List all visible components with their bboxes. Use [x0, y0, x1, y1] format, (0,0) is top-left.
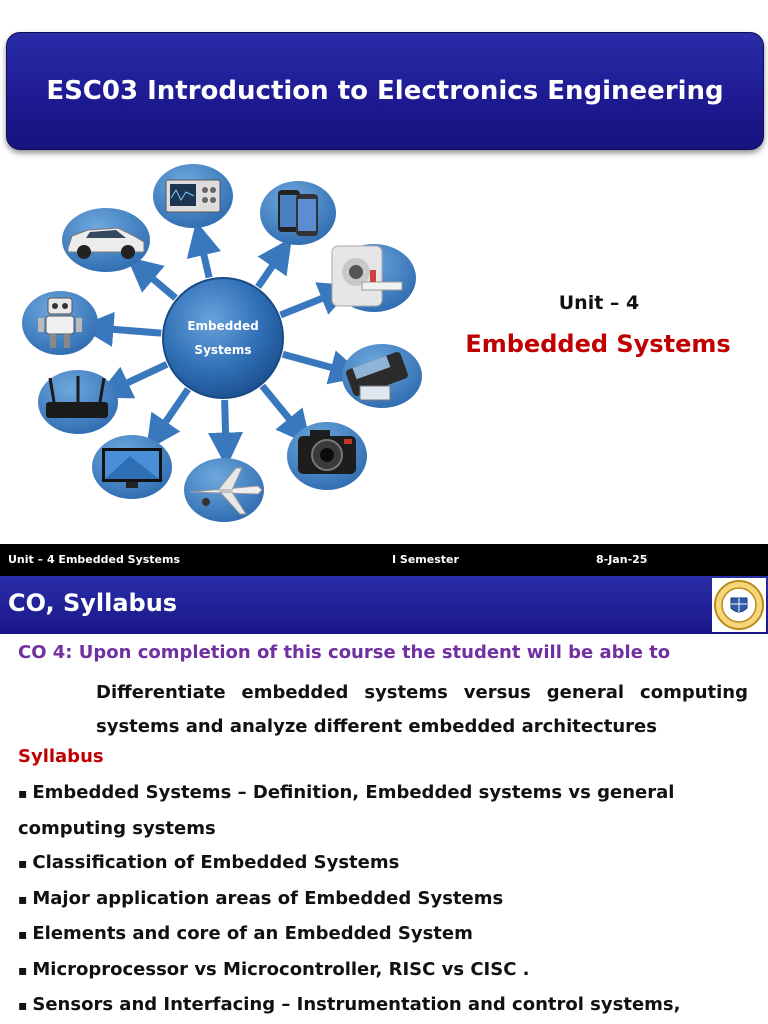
co-syllabus-content: CO 4: Upon completion of this course the…: [0, 634, 768, 1024]
course-outcome: CO 4: Upon completion of this course the…: [18, 642, 671, 663]
hub-arrow-8: [78, 311, 162, 347]
camera-icon: [287, 422, 367, 490]
course-outcome-description: Differentiate embedded systems versus ge…: [96, 682, 748, 737]
slide-title: ESC03 Introduction to Electronics Engine…: [6, 32, 764, 522]
router-icon: [38, 370, 118, 434]
hub-arrow-1: [255, 237, 292, 289]
hub-arrow-4: [259, 383, 312, 446]
hub-label-2: Systems: [194, 343, 251, 357]
footer-unit: Unit – 4 Embedded Systems: [8, 553, 181, 566]
hub-arrow-9: [126, 256, 178, 301]
unit-title: Embedded Systems: [465, 330, 731, 358]
list-item: ▪ Elements and core of an Embedded Syste…: [18, 923, 473, 944]
footer-semester: I Semester: [392, 553, 459, 566]
mri-scanner-icon: [331, 244, 416, 312]
hub-arrow-3: [281, 350, 365, 385]
hub-circle: [162, 277, 284, 399]
hub-arrow-6: [146, 387, 191, 451]
slide-header: CO, Syllabus: [0, 576, 768, 634]
car-icon: [62, 208, 150, 272]
oscilloscope-icon: [153, 164, 233, 228]
slide-footer: Unit – 4 Embedded Systems I Semester 8-J…: [0, 544, 768, 576]
slide-title-co-syllabus: CO, Syllabus: [8, 589, 178, 617]
hub-label-1: Embedded: [187, 319, 258, 333]
hub-arrow-5: [208, 399, 244, 468]
smartphone-icon: [260, 181, 336, 245]
hub-arrow-7: [96, 361, 169, 399]
syllabus-list: ▪ Embedded Systems – Definition, Embedde…: [18, 776, 758, 1024]
list-item: ▪ Major application areas of Embedded Sy…: [18, 887, 504, 909]
syllabus-heading: Syllabus: [18, 746, 104, 767]
robot-icon: [22, 291, 98, 355]
card-terminal-icon: [342, 344, 422, 408]
list-item: ▪ Embedded Systems – Definition, Embedde…: [18, 782, 675, 839]
airplane-icon: [184, 458, 264, 522]
embedded-systems-diagram: Embedded Systems: [22, 164, 422, 522]
television-icon: [92, 435, 172, 499]
list-item: ▪ Classification of Embedded Systems: [18, 852, 400, 873]
institution-logo: [712, 578, 766, 632]
hub-arrow-0: [186, 220, 221, 279]
footer-date: 8-Jan-25: [596, 553, 648, 566]
list-item: ▪ Microprocessor vs Microcontroller, RIS…: [18, 958, 530, 980]
list-item: ▪ Sensors and Interfacing – Instrumentat…: [18, 994, 681, 1015]
unit-label: Unit – 4: [558, 292, 640, 314]
course-title: ESC03 Introduction to Electronics Engine…: [46, 76, 724, 106]
hub-arrow-2: [279, 282, 355, 319]
title-banner: ESC03 Introduction to Electronics Engine…: [6, 32, 764, 150]
